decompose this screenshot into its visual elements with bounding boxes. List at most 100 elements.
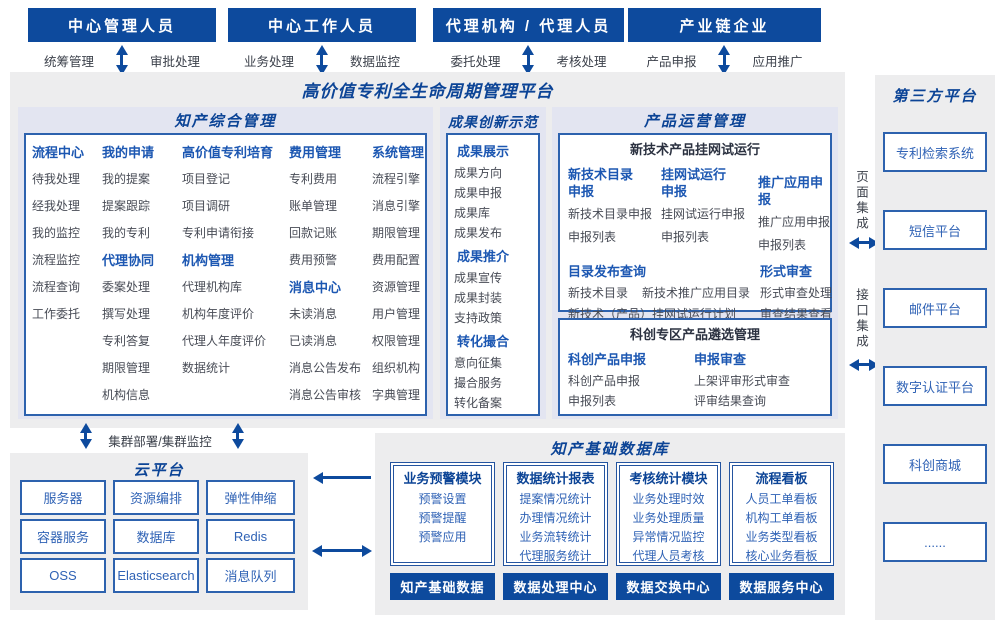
menu-item: 新技术推广应用目录: [642, 286, 751, 300]
menu-item: 支持政策: [454, 311, 503, 325]
menu-item: 回款记账: [289, 226, 338, 240]
cloud-service: 资源编排: [113, 480, 199, 515]
menu-item: 成果申报: [454, 186, 503, 200]
menu-column: 推广应用申报 推广应用申报申报列表: [758, 162, 830, 257]
left-arrow-icon: [322, 476, 371, 479]
third-party-system: 科创商城: [883, 444, 987, 484]
menu-item: 新技术目录申报: [568, 207, 653, 221]
menu-item-list: 推广应用申报申报列表: [758, 211, 830, 257]
menu-item: 项目调研: [182, 199, 231, 213]
menu-column: 系统管理 流程引擎消息引擎期限管理费用配置资源管理用户管理权限管理组织机构字典管…: [372, 139, 425, 414]
menu-item: 项目登记: [182, 172, 231, 186]
menu-column: 高价值专利培育 项目登记项目调研专利申请衔接 机构管理 代理机构库机构年度评价代…: [182, 139, 289, 414]
columns-row: 科创产品申报 科创产品申报申报列表 申报审查 上架评审形式审查评审结果查询: [560, 347, 830, 411]
db-module: 考核统计模块 业务处理时效业务处理质量异常情况监控代理人员考核: [616, 462, 721, 566]
menu-item: 意向征集: [454, 356, 503, 370]
menu-item: 字典管理: [372, 388, 421, 402]
menu-item: 新技术（产品）挂网试运行计划: [568, 307, 737, 321]
actor-function-label: 统筹管理: [43, 55, 94, 69]
cloud-service: Redis: [206, 519, 295, 554]
menu-item-list: 成果宣传成果封装支持政策: [448, 268, 538, 328]
menu-item: 权限管理: [372, 334, 421, 348]
menu-item: 消息引擎: [372, 199, 421, 213]
actor-function-label: 业务处理: [243, 55, 294, 69]
ip-management-box: 流程中心 待我处理经我处理我的监控流程监控流程查询工作委托 我的申请 我的提案提…: [24, 133, 427, 416]
actor-center-managers: 中心管理人员 统筹管理 审批处理: [28, 8, 216, 70]
menu-item: 挂网试运行申报: [661, 207, 746, 221]
third-party-system: 邮件平台: [883, 288, 987, 328]
group-header: 代理协同: [102, 253, 155, 268]
menu-item-list: 委案处理撰写处理专利答复期限管理机构信息: [102, 274, 182, 409]
actor-industry-chain: 产业链企业 产品申报 应用推广: [628, 8, 821, 70]
actor-functions: 委托处理 考核处理: [433, 51, 624, 70]
panel-title: 产品运营管理: [643, 113, 746, 130]
actor-function-label: 委托处理: [450, 55, 501, 69]
menu-item: 消息公告发布: [289, 361, 362, 375]
menu-item: 业务处理时效: [632, 492, 705, 506]
cloud-service: 消息队列: [206, 558, 295, 593]
menu-item: 核心业务看板: [745, 549, 818, 563]
actor-function-label: 数据监控: [350, 55, 401, 69]
actor-title: 中心工作人员: [228, 8, 416, 42]
menu-item: 专利费用: [289, 172, 338, 186]
group-header: 考核统计模块: [629, 471, 708, 486]
third-party-system: ......: [883, 522, 987, 562]
menu-item-list: 未读消息已读消息消息公告发布消息公告审核: [289, 301, 372, 409]
menu-item: 账单管理: [289, 199, 338, 213]
group-header: 申报审查: [694, 352, 747, 367]
panel-title: 成果创新示范: [448, 114, 538, 130]
group-header: 成果展示: [457, 144, 510, 159]
menu-item-list: 上架评审形式审查评审结果查询: [694, 371, 830, 411]
menu-item: 成果方向: [454, 166, 503, 180]
menu-item: 成果封装: [454, 291, 503, 305]
third-party-system: 专利检索系统: [883, 132, 987, 172]
menu-item: 成果库: [454, 206, 491, 220]
data-center: 数据服务中心: [729, 573, 834, 600]
menu-item: 组织机构: [372, 361, 421, 375]
vertical-double-arrow-icon: [84, 432, 87, 440]
menu-item: 办理情况统计: [519, 511, 592, 525]
menu-item: 资源管理: [372, 280, 421, 294]
cloud-service: Elasticsearch: [113, 558, 199, 593]
db-module: 流程看板 人员工单看板机构工单看板业务类型看板核心业务看板: [729, 462, 834, 566]
menu-item: 已读消息: [289, 334, 338, 348]
horizontal-double-arrow-icon: [858, 241, 870, 244]
menu-column: 挂网试运行 申报 挂网试运行申报申报列表: [661, 162, 758, 257]
group-header: 消息中心: [289, 280, 342, 295]
group-header: 系统管理: [372, 145, 425, 160]
menu-column: 费用管理 专利费用账单管理回款记账费用预警 消息中心 未读消息已读消息消息公告发…: [289, 139, 372, 414]
menu-item-list: 挂网试运行申报申报列表: [661, 203, 758, 249]
menu-item: 费用配置: [372, 253, 421, 267]
menu-item: 申报列表: [757, 238, 806, 252]
achievement-panel: 成果创新示范 成果展示 成果方向成果申报成果库成果发布 成果推介 成果宣传成果封…: [440, 107, 546, 419]
menu-item-list: 专利费用账单管理回款记账费用预警: [289, 166, 372, 274]
product-ops-panel: 产品运营管理 新技术产品挂网试运行 新技术目录 申报 新技术目录申报申报列表 挂…: [552, 107, 838, 419]
actor-agency: 代理机构 / 代理人员 委托处理 考核处理: [433, 8, 624, 70]
menu-item: 流程监控: [32, 253, 81, 267]
menu-item: 预警提醒: [418, 511, 467, 525]
menu-item: 撮合服务: [454, 376, 503, 390]
db-module: 数据统计报表 提案情况统计办理情况统计业务流转统计代理服务统计: [503, 462, 608, 566]
menu-item: 成果宣传: [454, 271, 503, 285]
menu-item-list: 科创产品申报申报列表: [568, 371, 694, 411]
horizontal-double-arrow-icon: [858, 363, 870, 366]
panel-title: 知产基础数据库: [550, 441, 670, 458]
group-header: 业务预警模块: [403, 471, 482, 486]
group-header: 数据统计报表: [516, 471, 595, 486]
group-header: 转化撮合: [457, 334, 510, 349]
menu-column: 形式审查 形式审查处理审查结果查看: [760, 259, 832, 325]
menu-item: 用户管理: [372, 307, 421, 321]
menu-column: 科创产品申报 科创产品申报申报列表: [568, 347, 694, 411]
group-header: 形式审查: [760, 264, 813, 279]
menu-item: 我的提案: [102, 172, 151, 186]
actor-center-staff: 中心工作人员 业务处理 数据监控: [228, 8, 416, 70]
menu-item: 待我处理: [32, 172, 81, 186]
menu-item: 代理服务统计: [519, 549, 592, 563]
menu-item: 流程引擎: [372, 172, 421, 186]
group-header: 挂网试运行 申报: [661, 167, 727, 199]
third-party-panel: 第三方平台 专利检索系统短信平台邮件平台数字认证平台科创商城......: [875, 75, 995, 620]
menu-item: 异常情况监控: [632, 530, 705, 544]
cloud-service: 数据库: [113, 519, 199, 554]
menu-item-list: 业务处理时效业务处理质量异常情况监控代理人员考核: [617, 490, 720, 566]
